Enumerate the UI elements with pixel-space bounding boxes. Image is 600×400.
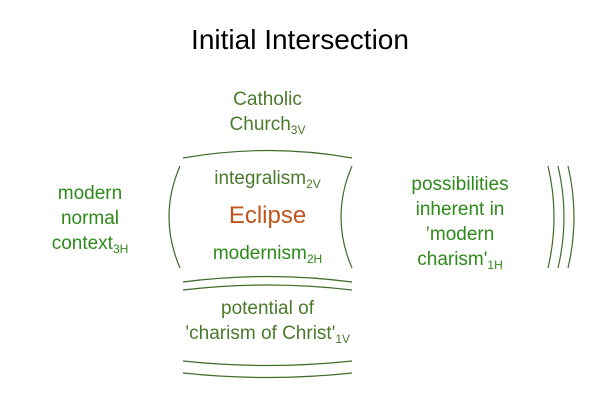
paren-center-left [168,165,181,269]
label-church-sub: 3V [290,123,306,137]
label-potential-2: ’charism of Christ' [184,323,336,344]
label-possibilities-3: ’modern [425,224,495,245]
arc-bottom-4 [182,372,353,379]
label-potential-sub: 1V [335,332,351,346]
diagram-title: Initial Intersection [191,24,409,55]
label-possibilities-1: possibilities [411,174,509,195]
label-possibilities-sub: 1H [487,258,503,272]
label-integralism-line: integralism2V [180,166,355,191]
arc-top-center [182,149,353,159]
label-integralism: integralism2V [180,166,355,191]
label-context-line: context3H [25,231,155,256]
label-modern: modern [57,183,123,204]
paren-right-1 [547,165,555,269]
label-potential-2-line: ’charism of Christ'1V [150,321,385,346]
label-possibilities: possibilities inherent in ’modern charis… [385,172,535,272]
label-context-sub: 3H [112,242,129,256]
arc-bottom-3 [182,360,353,367]
label-potential-1: potential of [221,298,314,319]
paren-right-2 [557,165,565,269]
arc-bottom-2 [182,284,353,291]
label-integralism-text: integralism [214,168,307,189]
label-modern-normal-context: modern normal context3H [25,181,155,256]
label-possibilities-4: charism' [417,249,488,270]
paren-right-3 [567,165,575,269]
label-normal: normal [60,208,120,229]
label-modernism-line: modernism2H [180,241,355,266]
label-modernism-text: modernism [212,243,307,264]
label-possibilities-2: inherent in [415,199,505,220]
label-modernism: modernism2H [180,241,355,266]
label-eclipse: Eclipse [228,202,307,229]
arc-bottom-1 [182,275,353,283]
label-church: Church [229,114,291,135]
label-context: context [51,233,113,254]
label-modernism-sub: 2H [306,252,323,266]
label-integralism-sub: 2V [306,177,321,191]
paren-center-right [340,165,353,269]
label-potential: potential of ’charism of Christ'1V [150,296,385,346]
label-catholic: Catholic [233,89,302,110]
label-church-line: Church3V [180,112,355,137]
label-catholic-church: Catholic Church3V [180,87,355,137]
label-possibilities-4-line: charism'1H [385,247,535,272]
